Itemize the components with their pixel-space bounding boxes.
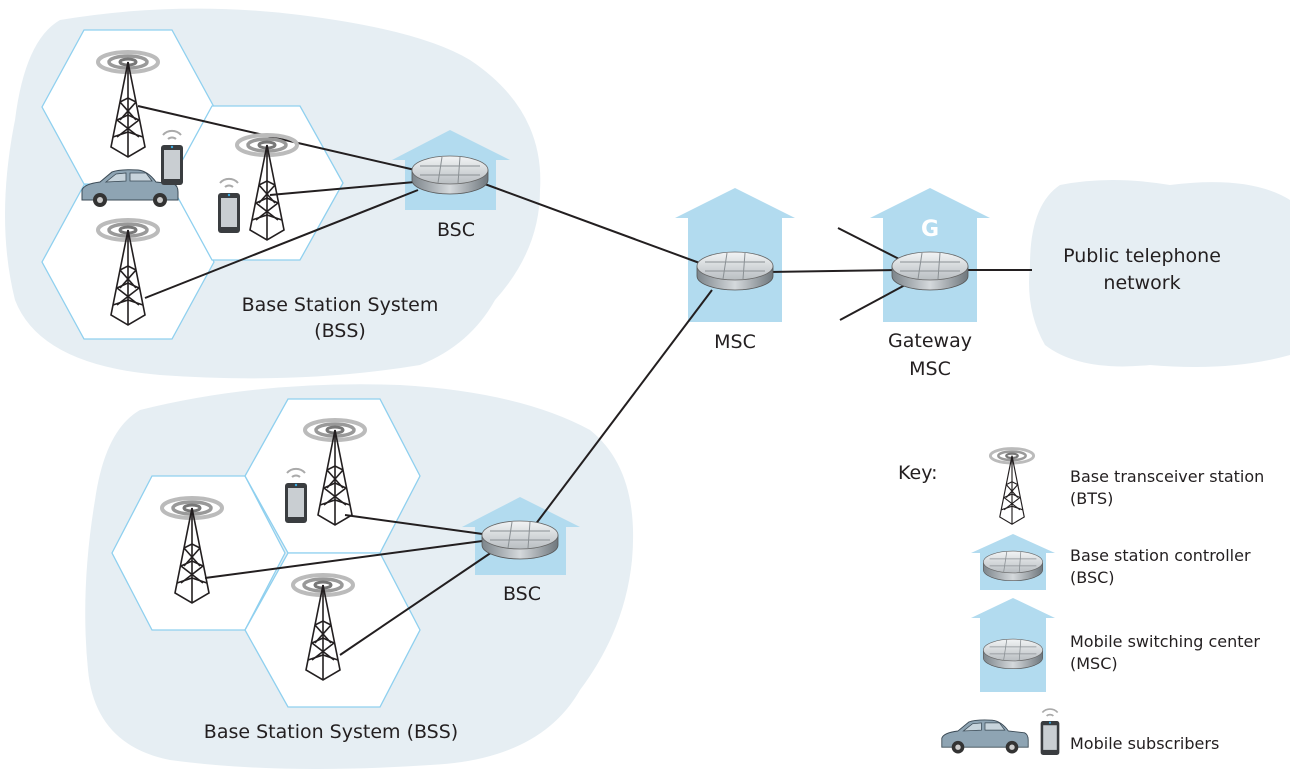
gateway-g-label: G [921,217,939,242]
network-label: Public telephone [1063,245,1221,267]
gateway-msc-label: MSC [909,358,951,380]
tower-icon [988,447,1036,526]
bsc-router-icon [481,520,559,560]
bss-bottom-label: Base Station System (BSS) [204,721,458,743]
link-bts-bsc [144,189,419,299]
legend-bts-abbr: (BTS) [1070,489,1113,508]
bsc-router-icon [411,155,489,195]
gateway-router-icon [891,251,969,291]
legend-msc-label: Mobile switching center [1070,632,1260,651]
msc-label: MSC [714,331,756,353]
legend-msc-abbr: (MSC) [1070,654,1118,673]
cell-hex [169,105,344,261]
legend: Key: Base transceiver station (BTS) Base… [898,447,1264,756]
bss-top-label: Base Station System [242,294,439,316]
legend-bts-label: Base transceiver station [1070,467,1264,486]
link-gateway-external [839,284,906,321]
links [137,105,1032,656]
bsc-top-label: BSC [437,219,475,241]
network-label-2: network [1103,272,1180,294]
bss-top-label-abbr: (BSS) [314,320,366,342]
link-bts-bsc [269,181,416,196]
public-telephone-network-cloud [1029,180,1290,368]
link-bts-bsc [344,514,491,536]
link-bts-bsc [339,549,496,656]
legend-title: Key: [898,462,937,484]
link-bsc-msc [534,289,713,526]
link-bsc-msc [481,182,706,266]
gateway-label: Gateway [888,330,972,352]
cell-hex [111,475,286,631]
legend-bsc-abbr: (BSC) [1070,568,1115,587]
link-msc-gateway [767,269,901,273]
link-gateway-external [837,227,906,263]
link-bts-bsc [137,105,416,171]
legend-mobile-label: Mobile subscribers [1070,734,1219,753]
car-icon [941,719,1029,754]
msc-router-icon [696,251,774,291]
legend-bsc-label: Base station controller [1070,546,1251,565]
phone-icon [1039,708,1061,756]
link-bts-bsc [204,539,491,579]
bsc-bottom-label: BSC [503,583,541,605]
